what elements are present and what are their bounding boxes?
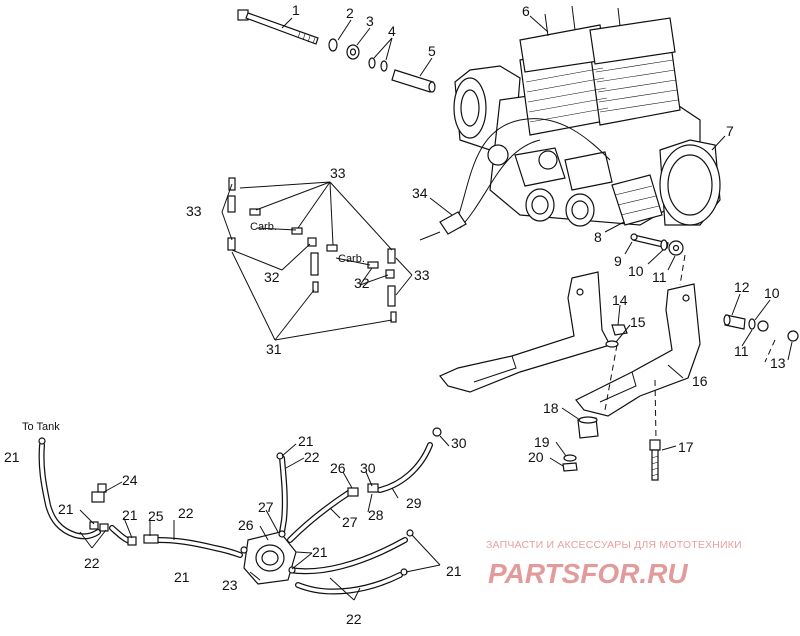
motor-mount-left	[439, 271, 611, 393]
mount-hardware	[562, 233, 799, 481]
mounting-bolt-group	[237, 9, 436, 93]
callout-2: 2	[346, 5, 354, 21]
callout-33-a: 33	[186, 203, 202, 219]
callout-32-a: 32	[264, 269, 280, 285]
callout-29: 29	[406, 495, 422, 511]
label-to-tank: To Tank	[22, 421, 60, 433]
callout-10-b: 10	[764, 285, 780, 301]
callout-6: 6	[522, 3, 530, 19]
callout-33-b: 33	[330, 165, 346, 181]
callout-23: 23	[222, 577, 238, 593]
callout-18: 18	[543, 400, 559, 416]
watermark: ЗАПЧАСТИ И АКСЕССУАРЫ ДЛЯ МОТОТЕХНИКИ PA…	[486, 539, 742, 589]
callout-22-d: 22	[346, 611, 362, 627]
callout-5: 5	[428, 43, 436, 59]
callout-31: 31	[266, 341, 282, 357]
callout-24: 24	[122, 472, 138, 488]
callout-9: 9	[614, 253, 622, 269]
callout-22-b: 22	[178, 505, 194, 521]
callout-21-g: 21	[446, 563, 462, 579]
watermark-logo: PARTSFOR.RU	[488, 558, 688, 589]
callout-26-a: 26	[330, 460, 346, 476]
callout-16: 16	[692, 373, 708, 389]
callout-26-b: 26	[238, 517, 254, 533]
text-labels: Carb. Carb. To Tank	[22, 221, 365, 433]
callout-12: 12	[734, 279, 750, 295]
callout-21-a: 21	[4, 449, 20, 465]
callout-21-e: 21	[298, 433, 314, 449]
callout-13: 13	[770, 355, 786, 371]
fuel-hoses	[38, 427, 442, 601]
callout-28: 28	[368, 507, 384, 523]
callout-14: 14	[612, 292, 628, 308]
callout-32-b: 32	[354, 275, 370, 291]
label-carb-right: Carb.	[338, 253, 365, 265]
callout-15: 15	[630, 314, 646, 330]
callout-10-a: 10	[628, 263, 644, 279]
watermark-tagline: ЗАПЧАСТИ И АКСЕССУАРЫ ДЛЯ МОТОТЕХНИКИ	[486, 539, 742, 551]
callout-11-b: 11	[734, 343, 749, 359]
callout-numbers: 1 2 3 4 5 6 7 8 9 10 11 12 10 11 13 14 1…	[4, 2, 786, 627]
callout-22-a: 22	[84, 555, 100, 571]
callout-34: 34	[412, 185, 428, 201]
callout-21-c: 21	[122, 507, 138, 523]
engine-assembly	[453, 5, 721, 229]
callout-11-a: 11	[652, 269, 667, 285]
callout-17: 17	[678, 439, 694, 455]
callout-21-b: 21	[58, 501, 74, 517]
callout-21-f: 21	[312, 544, 328, 560]
callout-30-a: 30	[451, 435, 467, 451]
callout-7: 7	[726, 123, 734, 139]
callout-21-d: 21	[174, 569, 190, 585]
motor-mount-right	[575, 283, 701, 417]
callout-4: 4	[388, 23, 396, 39]
callout-leaders	[79, 15, 793, 541]
callout-27-a: 27	[258, 499, 274, 515]
wire-harness-tag	[419, 211, 467, 241]
callout-1: 1	[292, 2, 300, 18]
callout-20: 20	[528, 449, 544, 465]
callout-22-c: 22	[304, 449, 320, 465]
callout-8: 8	[594, 229, 602, 245]
callout-33-c: 33	[414, 267, 430, 283]
fuel-fittings-group	[221, 177, 413, 341]
callout-19: 19	[534, 434, 550, 450]
callout-27-b: 27	[342, 514, 358, 530]
label-carb-left: Carb.	[250, 221, 277, 233]
callout-3: 3	[366, 13, 374, 29]
callout-25: 25	[148, 508, 164, 524]
callout-30-b: 30	[360, 460, 376, 476]
